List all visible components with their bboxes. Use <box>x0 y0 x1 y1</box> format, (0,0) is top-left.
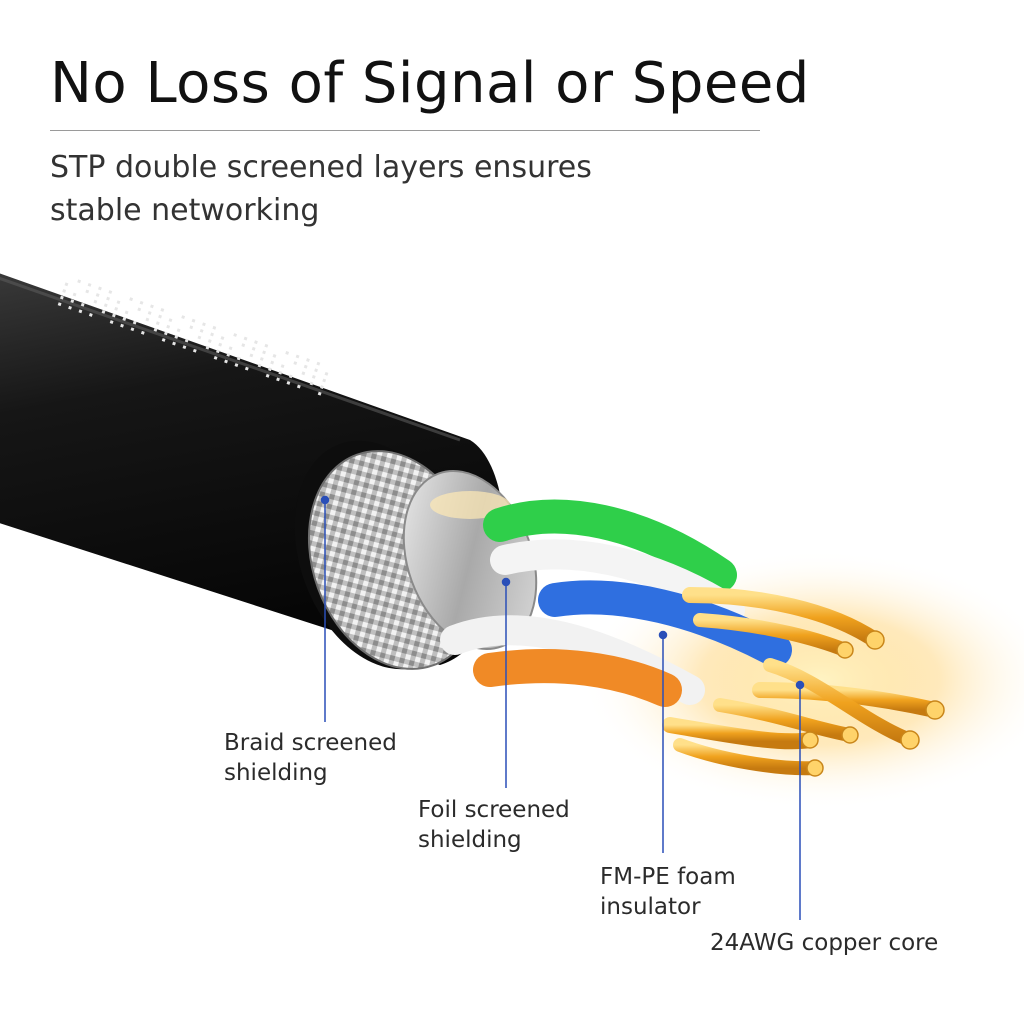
callout-foil-line-2: shielding <box>418 827 522 853</box>
subtitle-line-1: STP double screened layers ensures <box>50 150 592 185</box>
pair-blue <box>538 580 792 667</box>
headline-divider <box>50 130 760 131</box>
callout-braid: Braid screened shielding <box>224 728 397 788</box>
callout-copper: 24AWG copper core <box>710 928 938 958</box>
callout-braid-line-1: Braid screened <box>224 730 397 756</box>
callout-copper-line-1: 24AWG copper core <box>710 930 939 956</box>
callout-foil-line-1: Foil screened <box>418 797 570 823</box>
callout-foil: Foil screened shielding <box>418 795 570 855</box>
subtitle-line-2: stable networking <box>50 193 320 228</box>
pair-green <box>483 499 737 592</box>
headline: No Loss of Signal or Speed <box>50 51 810 116</box>
callout-insulator-line-2: insulator <box>600 894 701 920</box>
pair-orange <box>473 649 682 707</box>
callout-lines <box>320 495 805 920</box>
subtitle: STP double screened layers ensures stabl… <box>50 146 650 232</box>
callout-insulator: FM-PE foam insulator <box>600 862 736 922</box>
callout-insulator-line-1: FM-PE foam <box>600 864 736 890</box>
callout-braid-line-2: shielding <box>224 760 328 786</box>
copper-conductors <box>662 587 943 776</box>
jacket-print-dots <box>57 279 329 396</box>
